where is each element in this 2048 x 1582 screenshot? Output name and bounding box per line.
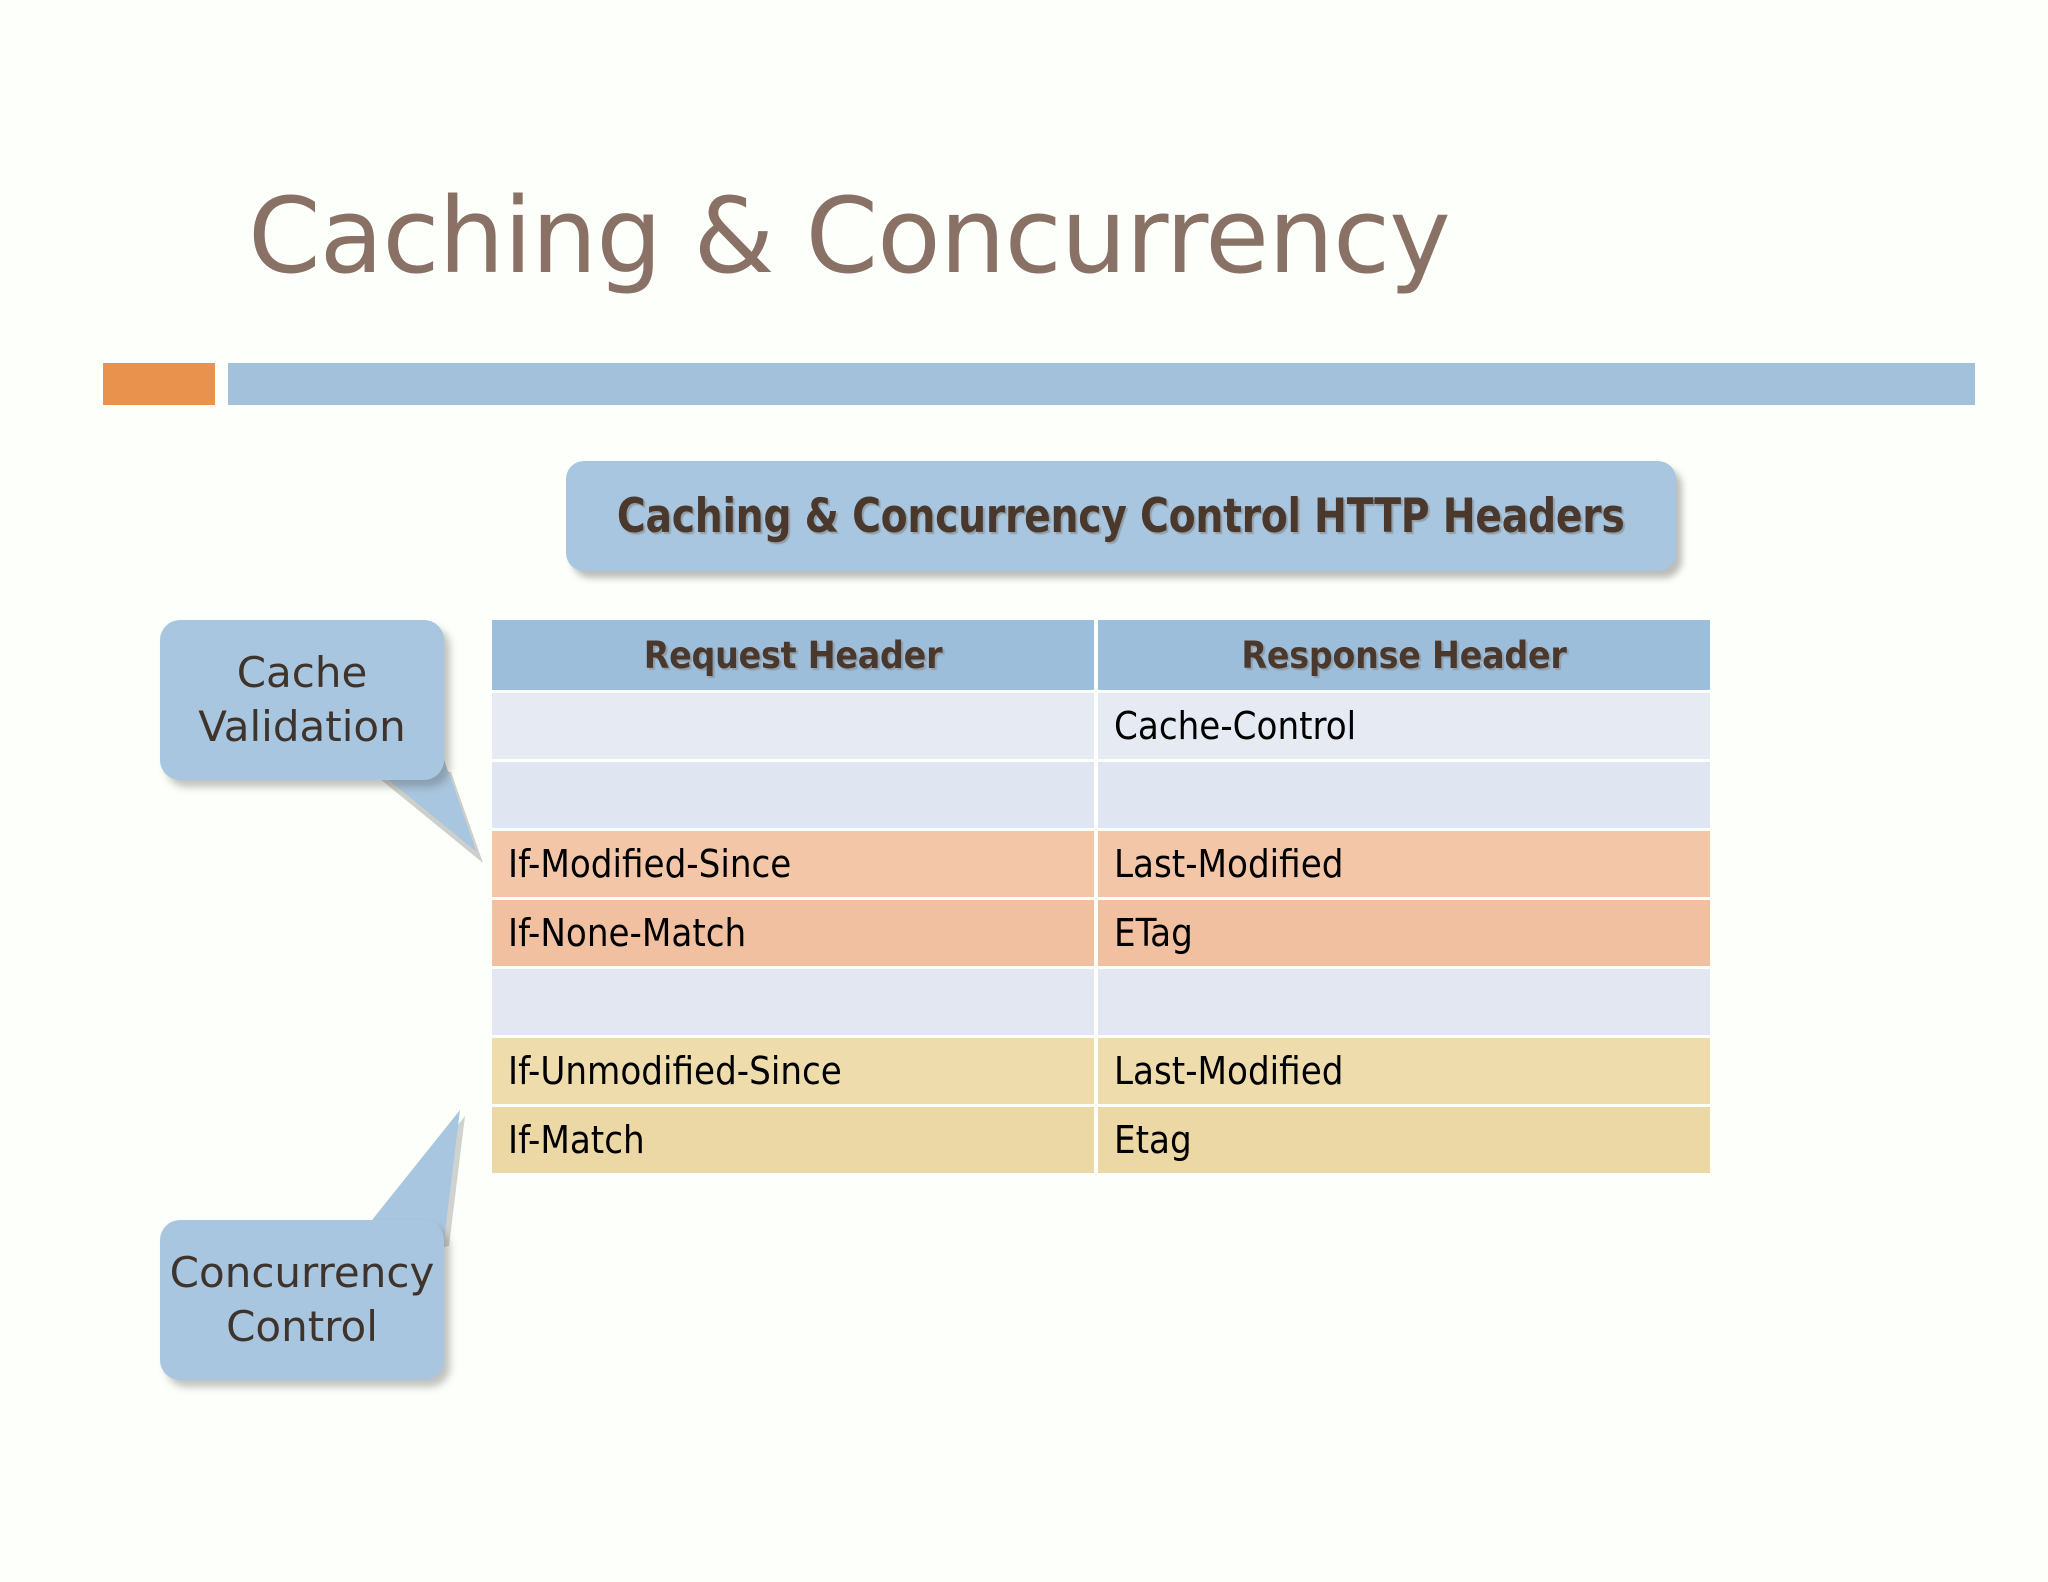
- cell-request-header: [492, 693, 1098, 762]
- title-rule-bar: [228, 363, 1975, 405]
- callout-line-1: Cache: [236, 648, 368, 698]
- table-row: [492, 969, 1710, 1038]
- column-header-response: Response Header: [1098, 620, 1710, 693]
- cell-response-header: [1098, 762, 1710, 831]
- callout-bubble-concurrency-control: Concurrency Control: [160, 1220, 444, 1380]
- accent-bar: [103, 363, 215, 405]
- column-header-request: Request Header: [492, 620, 1098, 693]
- cell-response-header: Last-Modified: [1098, 1038, 1710, 1107]
- callout-cache-validation: Cache Validation: [160, 620, 520, 880]
- cell-response-header: [1098, 969, 1710, 1038]
- cell-request-header: If-Match: [492, 1107, 1098, 1176]
- cell-request-header: [492, 969, 1098, 1038]
- callout-bubble-cache-validation: Cache Validation: [160, 620, 444, 780]
- table-caption-box: Caching & Concurrency Control HTTP Heade…: [566, 461, 1676, 571]
- cell-request-header: If-Unmodified-Since: [492, 1038, 1098, 1107]
- cell-request-header: [492, 762, 1098, 831]
- callout-line-1: Concurrency: [169, 1248, 435, 1298]
- cell-request-header: If-Modified-Since: [492, 831, 1098, 900]
- cell-response-header: ETag: [1098, 900, 1710, 969]
- cell-response-header: Last-Modified: [1098, 831, 1710, 900]
- cell-response-header: Cache-Control: [1098, 693, 1710, 762]
- callout-line-2: Control: [226, 1302, 378, 1351]
- callout-concurrency-control: Concurrency Control: [160, 1080, 520, 1380]
- table-row: Cache-Control: [492, 693, 1710, 762]
- table-row: [492, 762, 1710, 831]
- cell-response-header: Etag: [1098, 1107, 1710, 1176]
- table-header-row: Request Header Response Header: [492, 620, 1710, 693]
- callout-line-2: Validation: [198, 702, 406, 751]
- cell-request-header: If-None-Match: [492, 900, 1098, 969]
- http-headers-table: Request Header Response Header Cache-Con…: [492, 620, 1710, 1176]
- page-title: Caching & Concurrency: [248, 175, 1451, 297]
- table-caption-text: Caching & Concurrency Control HTTP Heade…: [617, 488, 1625, 544]
